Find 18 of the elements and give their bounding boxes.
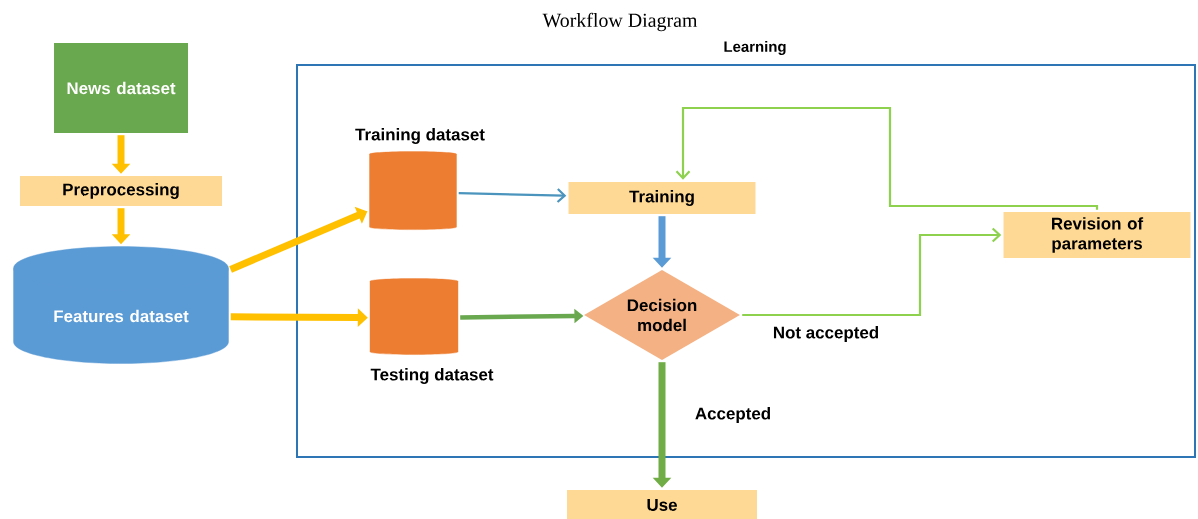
heading: Training dataset xyxy=(355,128,485,144)
process-box: Revision of parameters xyxy=(1003,212,1191,258)
process-box: Training xyxy=(568,182,756,214)
database-cylinder: Features dataset xyxy=(13,246,229,364)
database-cylinder xyxy=(355,128,485,230)
arrow xyxy=(742,227,1002,317)
process-box: Use xyxy=(567,490,757,519)
process-box: Preprocessing xyxy=(20,176,222,206)
arrow xyxy=(458,188,567,203)
group-frame xyxy=(296,41,1196,458)
title: Workflow Diagram xyxy=(542,12,698,32)
heading: Testing dataset xyxy=(370,368,494,384)
arrow xyxy=(675,106,1099,211)
process-box: News dataset xyxy=(54,43,188,133)
edge-label: Accepted xyxy=(693,406,773,424)
database-cylinder xyxy=(369,278,494,384)
edge-label: Not accepted xyxy=(771,325,881,343)
heading: Learning xyxy=(724,41,786,55)
